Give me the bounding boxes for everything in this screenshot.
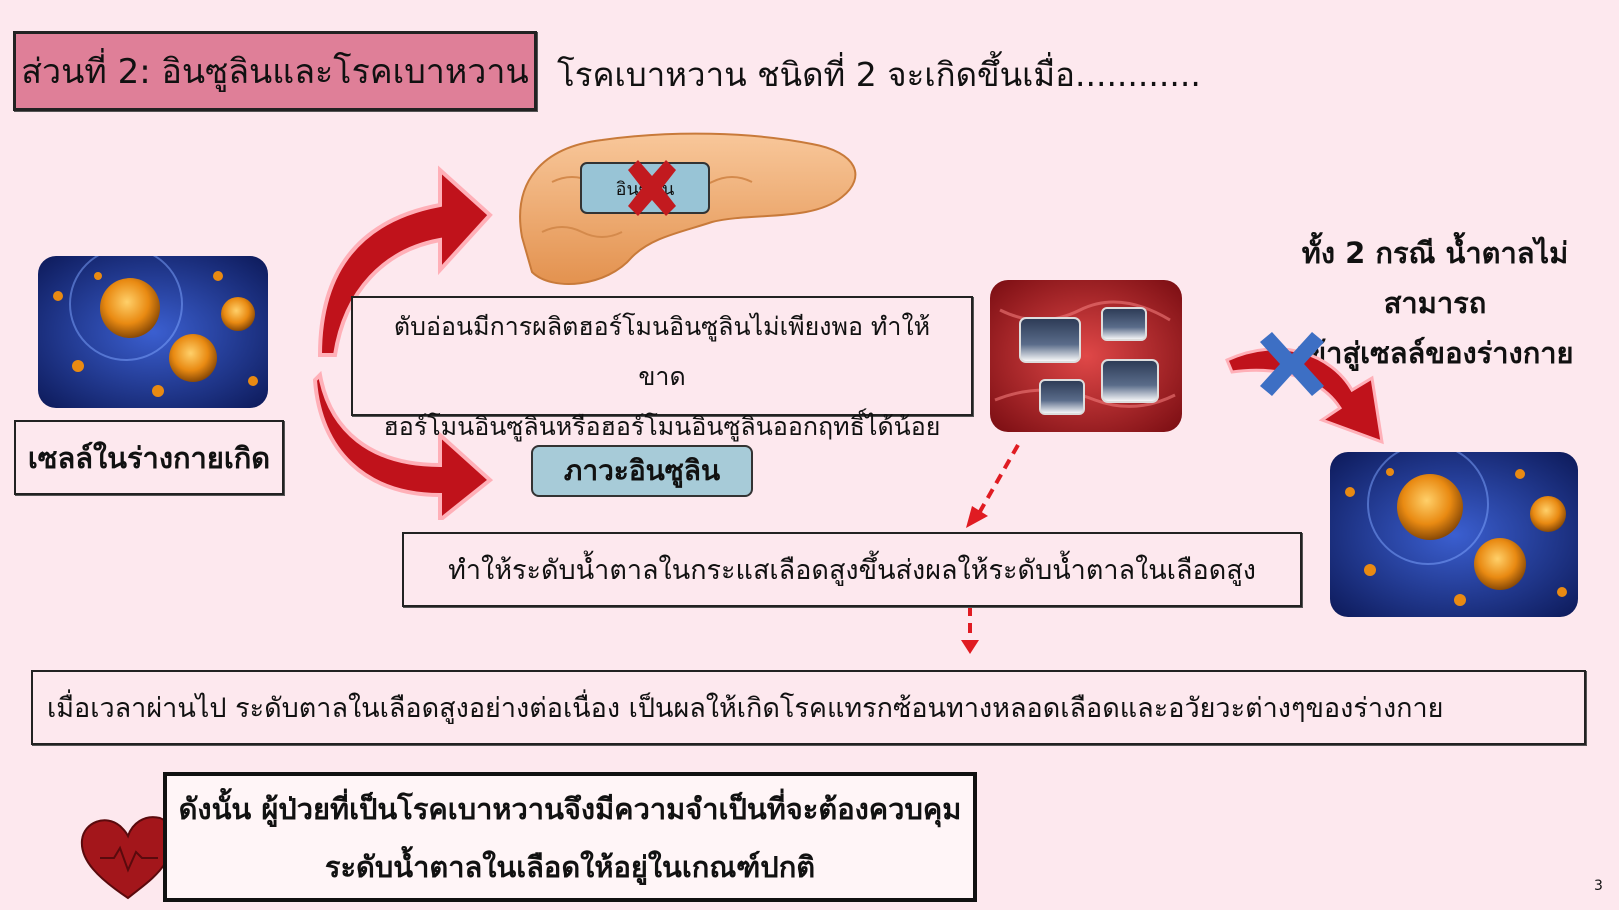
conclusion-line1: ดังนั้น ผู้ป่วยที่เป็นโรคเบาหวานจึงมีควา… (178, 792, 962, 826)
blood-sugar-description: ทำให้ระดับน้ำตาลในกระแสเลือดสูงขึ้นส่งผล… (402, 532, 1302, 607)
blocked-arrow (1222, 330, 1392, 445)
both-cases-note: ทั้ง 2 กรณี น้ำตาลไม่สามารถ เข้าสู่เซลล์… (1255, 228, 1615, 378)
pancreas-text-line1: ตับอ่อนมีการผลิตฮอร์โมนอินซูลินไม่เพียงพ… (393, 312, 931, 391)
page-number: 3 (1594, 878, 1603, 894)
dashed-arrow-1 (960, 440, 1030, 535)
insulin-resistance-text: ภาวะอินซูลิน (563, 454, 721, 487)
cell-label: เซลล์ในร่างกายเกิด (14, 420, 284, 495)
blood-vessel-sugar-image (990, 280, 1182, 432)
pancreas-description: ตับอ่อนมีการผลิตฮอร์โมนอินซูลินไม่เพียงพ… (351, 296, 973, 491)
slide-heading: โรคเบาหวาน ชนิดที่ 2 จะเกิดขึ้นเมื่อ....… (557, 55, 1201, 94)
section-title-text: ส่วนที่ 2: อินซูลินและโรคเบาหวาน (21, 52, 529, 92)
complications-description: เมื่อเวลาผ่านไป ระดับตาลในเลือดสูงอย่างต… (31, 670, 1586, 745)
cell-label-text: เซลล์ในร่างกายเกิด (27, 440, 271, 475)
complications-text: เมื่อเวลาผ่านไป ระดับตาลในเลือดสูงอย่างต… (47, 693, 1444, 724)
lower-arrow (312, 370, 494, 520)
both-cases-line1: ทั้ง 2 กรณี น้ำตาลไม่สามารถ (1301, 236, 1569, 320)
section-title: ส่วนที่ 2: อินซูลินและโรคเบาหวาน (13, 31, 537, 111)
blood-sugar-text: ทำให้ระดับน้ำตาลในกระแสเลือดสูงขึ้นส่งผล… (448, 555, 1256, 586)
cell-image-right (1330, 452, 1578, 617)
cell-image-left (38, 256, 268, 408)
insulin-resistance-label: ภาวะอินซูลิน (531, 445, 753, 497)
conclusion-box: ดังนั้น ผู้ป่วยที่เป็นโรคเบาหวานจึงมีควา… (163, 772, 977, 902)
conclusion-line2: ระดับน้ำตาลในเลือดให้อยู่ในเกณฑ์ปกติ (324, 850, 816, 884)
cross-icon (620, 156, 684, 220)
both-cases-line2: เข้าสู่เซลล์ของร่างกาย (1296, 336, 1574, 370)
dashed-arrow-2 (955, 604, 985, 656)
blue-cross-icon (1260, 332, 1324, 396)
